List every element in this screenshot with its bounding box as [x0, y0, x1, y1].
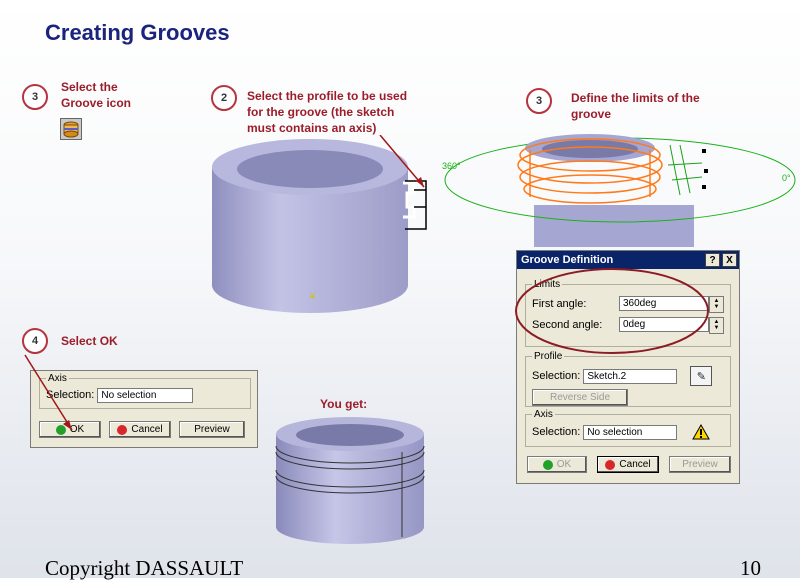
first-angle-input[interactable]: 360deg	[619, 295, 709, 311]
step-number-circle: 4	[22, 328, 48, 354]
result-grooved-part	[275, 417, 425, 544]
axis-selection-field[interactable]: No selection	[583, 424, 678, 440]
dialog-cancel-button[interactable]: Cancel	[597, 456, 659, 473]
step-number-circle: 2	[211, 85, 237, 111]
result-label: You get:	[320, 397, 368, 411]
step-number-circle: 3	[22, 84, 48, 110]
help-button[interactable]: ?	[705, 253, 720, 267]
svg-text:¥: ¥	[309, 291, 316, 301]
ok-button[interactable]: OK	[39, 421, 101, 438]
footer-copyright: Copyright DASSAULT	[45, 556, 244, 580]
dialog-preview-button[interactable]: Preview	[669, 456, 731, 473]
limits-highlight	[515, 268, 709, 354]
dialog-titlebar: Groove Definition ?X	[517, 251, 739, 269]
groove-definition-dialog: Groove Definition ?X Limits First angle:…	[516, 250, 740, 484]
groove-preview-model: 360° 0°	[442, 134, 796, 247]
reverse-side-button[interactable]: Reverse Side	[532, 389, 628, 406]
axis-dialog: Axis Selection: No selection OK Cancel P…	[30, 370, 258, 448]
page-number: 10	[740, 556, 761, 580]
preview-button[interactable]: Preview	[179, 421, 245, 438]
limits-group: Limits First angle: 360deg▲▼ Second angl…	[525, 279, 731, 347]
axis-group: Axis Selection: No selection	[525, 409, 731, 447]
step-select-groove-icon: Select the Groove icon	[61, 80, 132, 110]
step-select-profile: Select the profile to be used for the gr…	[247, 89, 408, 135]
angle-0-label: 0°	[782, 173, 791, 183]
axis-selection-field[interactable]: No selection	[97, 388, 194, 403]
second-angle-spinner[interactable]: ▲▼	[709, 316, 724, 334]
step-select-ok: Select OK	[61, 334, 118, 348]
sketch-edit-icon[interactable]: ✎	[690, 366, 713, 386]
step-number-circle: 3	[526, 88, 552, 114]
step-define-limits: Define the limits of the groove	[571, 91, 700, 121]
groove-tool-icon[interactable]	[60, 118, 82, 140]
ok-icon	[542, 459, 553, 470]
dialog-ok-button[interactable]: OK	[527, 456, 587, 473]
profile-selection-field[interactable]: Sketch.2	[583, 368, 678, 384]
slide-title: Creating Grooves	[45, 20, 230, 45]
angle-360-label: 360°	[442, 161, 461, 171]
first-angle-spinner[interactable]: ▲▼	[709, 295, 724, 313]
cancel-button[interactable]: Cancel	[109, 421, 171, 438]
close-button[interactable]: X	[722, 253, 737, 267]
cancel-icon	[117, 424, 128, 435]
cylinder-part: ¥	[212, 135, 427, 313]
second-angle-input[interactable]: 0deg	[619, 316, 709, 332]
cancel-icon	[605, 459, 616, 470]
ok-icon	[55, 424, 66, 435]
warning-icon	[692, 424, 711, 440]
arrow-to-ok	[24, 354, 73, 431]
profile-group: Profile Selection: Sketch.2 ✎ Reverse Si…	[525, 351, 731, 407]
axis-group: Axis Selection: No selection	[39, 373, 251, 409]
groove-icon	[63, 121, 79, 138]
